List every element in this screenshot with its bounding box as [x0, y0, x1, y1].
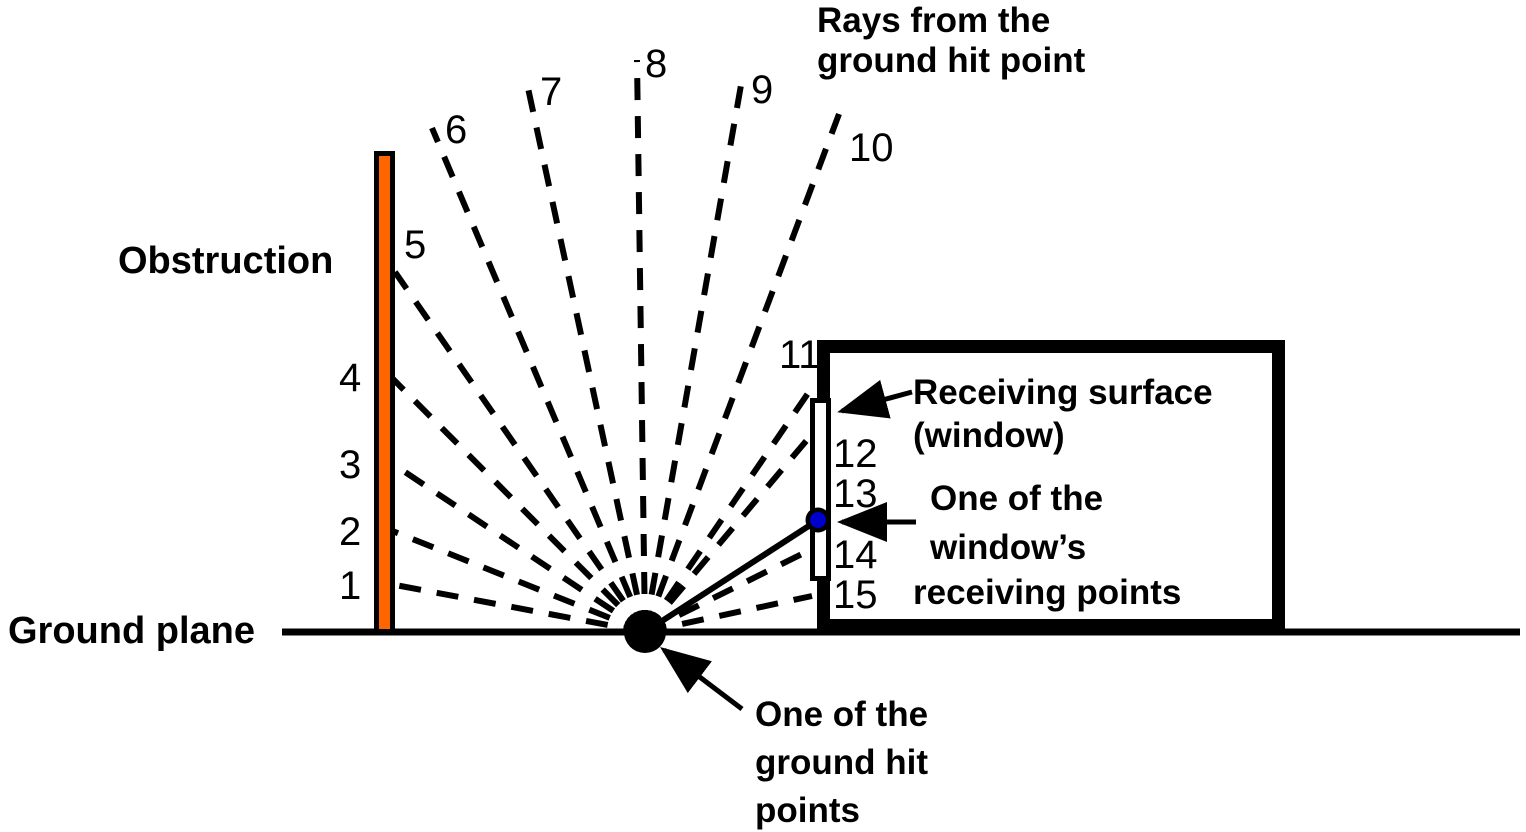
ray-label-7: 7	[540, 70, 563, 114]
obstruction-bar	[374, 151, 395, 634]
ray-label-9: 9	[751, 68, 774, 112]
ray-10	[642, 112, 842, 634]
receiving-surface-label-line2: (window)	[913, 416, 1065, 455]
ground-hit-label-line1: One of the	[755, 695, 929, 734]
obstruction-label: Obstruction	[118, 240, 334, 282]
receiving-points-label-line3: receiving points	[913, 573, 1182, 612]
ray-label-5: 5	[404, 223, 427, 267]
ray-label-15: 15	[833, 573, 878, 617]
ground-hit-point-arrow	[660, 646, 744, 711]
ray-14	[643, 546, 814, 635]
ray-5	[392, 270, 648, 634]
ray-9	[642, 84, 744, 633]
ray-label-11: 11	[779, 333, 821, 377]
ray-13	[643, 517, 820, 635]
ray-11	[642, 381, 818, 634]
ground-hit-label-line2: ground hit	[755, 743, 929, 782]
rays-group	[387, 59, 842, 635]
receiving-surface-window	[810, 398, 831, 581]
ray-label-8: 8	[645, 42, 668, 86]
ray-label-1: 1	[339, 564, 362, 608]
rays-heading-line2: ground hit point	[817, 41, 1086, 80]
receiving-surface-arrow	[837, 379, 913, 419]
receiving-points-label-line2: window’s	[930, 528, 1087, 567]
ray-7	[525, 87, 648, 633]
receiving-point-dot	[810, 512, 826, 528]
ray-label-4: 4	[339, 356, 362, 400]
ray-12	[642, 432, 815, 634]
ray-8	[634, 59, 648, 633]
ray-1	[389, 581, 646, 635]
rays-heading-line1: Rays from the	[817, 1, 1051, 40]
ray-6	[429, 126, 648, 634]
receiving-surface-label-line1: Receiving surface	[913, 373, 1213, 412]
ray-4	[387, 373, 648, 635]
ray-label-13: 13	[833, 472, 878, 516]
ray-label-2: 2	[339, 510, 362, 554]
receiving-points-label-line1: One of the	[930, 479, 1104, 518]
ray-label-12: 12	[833, 432, 878, 476]
ground-hit-point-dot	[624, 611, 666, 653]
ray-label-6: 6	[445, 108, 468, 152]
ray-2	[388, 527, 647, 635]
ray-3	[388, 459, 647, 635]
ray-label-14: 14	[833, 533, 878, 577]
ray-15	[644, 593, 813, 635]
ray-label-10: 10	[849, 126, 894, 170]
ground-hit-label-line3: points	[755, 791, 860, 830]
ray-label-3: 3	[339, 443, 362, 487]
ground-plane-label: Ground plane	[8, 610, 255, 652]
